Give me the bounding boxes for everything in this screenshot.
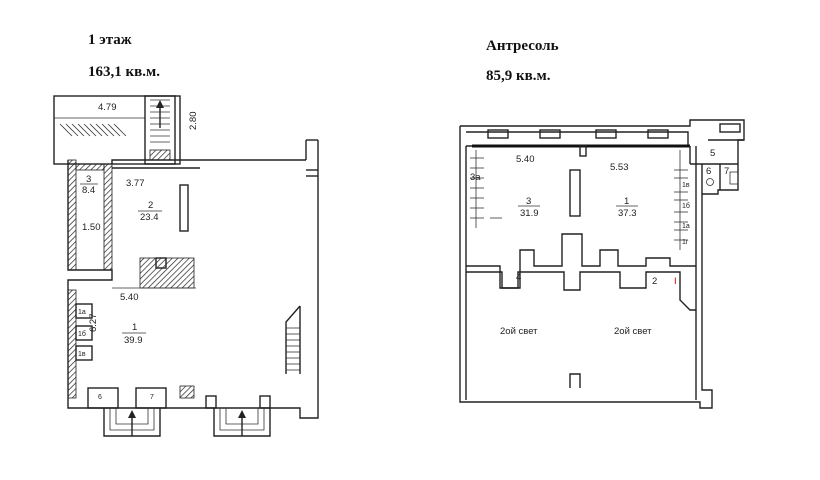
ground-right-stair bbox=[285, 305, 301, 374]
ground-room-1v-label: 1в bbox=[78, 351, 86, 358]
ground-room-1-side-rooms bbox=[67, 289, 195, 399]
ground-bottom-rooms bbox=[87, 387, 271, 409]
mezzanine-room-3-number: 3 bbox=[526, 196, 531, 207]
ground-floor-area: 163,1 кв.м. bbox=[88, 64, 160, 80]
ground-top-stair bbox=[53, 95, 181, 165]
ground-room-6-label: 6 bbox=[98, 394, 102, 401]
ground-room-3-area: 8.4 bbox=[82, 185, 95, 196]
ground-entrance-right bbox=[213, 408, 271, 437]
mezzanine-dim-553: 5.53 bbox=[610, 162, 629, 173]
ground-floor-plan: 4.79 2.80 3.77 1.50 5.40 6.27 3 8.4 2 23… bbox=[53, 95, 319, 437]
mezzanine-room-3-area: 31.9 bbox=[520, 208, 539, 219]
ground-room-1b-label: 1б bbox=[78, 330, 86, 338]
ground-room-2-area: 23.4 bbox=[140, 212, 159, 223]
ground-dim-627: 6.27 bbox=[88, 314, 99, 333]
mezzanine-room-1g-label: 1г bbox=[682, 239, 689, 246]
ground-dim-377: 3.77 bbox=[126, 178, 145, 189]
ground-room-3-number: 3 bbox=[86, 174, 91, 185]
ground-room-1-area: 39.9 bbox=[124, 335, 143, 346]
mezzanine-room-1b-label: 1б bbox=[682, 202, 690, 210]
mezzanine-room-1a-label: 1а bbox=[682, 223, 690, 230]
mezzanine-room-1v-label: 1в bbox=[682, 182, 690, 189]
ground-dim-540: 5.40 bbox=[120, 292, 139, 303]
ground-room-2-number: 2 bbox=[148, 200, 153, 211]
mezzanine-room-7-label: 7 bbox=[724, 166, 729, 177]
mezzanine-cross-partition bbox=[466, 233, 696, 289]
ground-room-2-walls bbox=[112, 184, 196, 289]
ground-dim-150: 1.50 bbox=[82, 222, 101, 233]
ground-entrance-left bbox=[103, 408, 161, 437]
mezzanine-area: 85,9 кв.м. bbox=[486, 68, 551, 84]
ground-dim-479: 4.79 bbox=[98, 102, 117, 113]
mezzanine-room-2-label: 2 bbox=[652, 276, 657, 287]
mezzanine-room-6-label: 6 bbox=[706, 166, 711, 177]
mezzanine-dim-540: 5.40 bbox=[516, 154, 535, 165]
mezzanine-left-ticks bbox=[470, 150, 502, 228]
mezzanine-room-4-label: 4 bbox=[516, 272, 521, 283]
ground-room-7-label: 7 bbox=[150, 394, 154, 401]
ground-room-1a-label: 1а bbox=[78, 309, 86, 316]
ground-room-3-walls bbox=[67, 159, 200, 271]
mezzanine-center-pillar bbox=[569, 169, 581, 217]
ground-floor-title: 1 этаж bbox=[88, 32, 132, 48]
mezzanine-title: Антресоль bbox=[486, 38, 559, 54]
mezzanine-room-5-label: 5 bbox=[710, 148, 715, 159]
mezzanine-plan: 5.40 5.53 3 31.9 1 37.3 3а 4 2 I 5 6 7 1… bbox=[459, 119, 745, 409]
mezzanine-room-3a-label: 3а bbox=[470, 172, 481, 183]
mezzanine-right-ticks bbox=[674, 150, 688, 250]
mezzanine-room-1-area: 37.3 bbox=[618, 208, 637, 219]
mezzanine-second-light-right: 2ой свет bbox=[614, 326, 652, 337]
ground-dim-280: 2.80 bbox=[188, 112, 199, 131]
ground-room-1-number: 1 bbox=[132, 322, 137, 333]
mezzanine-second-light-left: 2ой свет bbox=[500, 326, 538, 337]
mezzanine-room-1-number: 1 bbox=[624, 196, 629, 207]
mezzanine-outer-walls bbox=[459, 119, 745, 409]
mezzanine-room-I-label: I bbox=[674, 276, 677, 287]
